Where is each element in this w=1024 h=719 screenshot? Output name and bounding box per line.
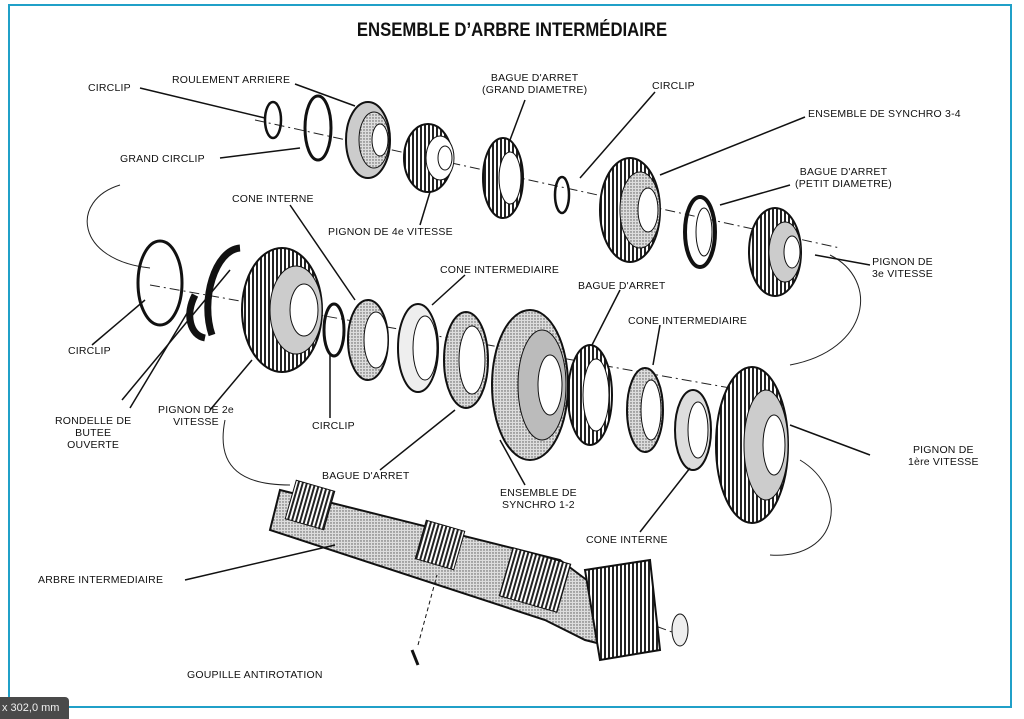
- label-bague-arret-low: BAGUE D'ARRET: [322, 470, 410, 482]
- pignon-1ere-part: [715, 366, 789, 524]
- arbre-intermediaire-part: [268, 479, 689, 666]
- label-rondelle-butee: RONDELLE DE BUTEE OUVERTE: [55, 415, 132, 451]
- bague-arret-petit-part: [683, 195, 717, 269]
- label-roulement-arriere: ROULEMENT ARRIERE: [172, 74, 291, 86]
- measurement-status-tooltip: x 302,0 mm: [0, 697, 70, 719]
- label-circlip-mid: CIRCLIP: [312, 420, 355, 432]
- bague-arret-low-part: [567, 344, 613, 446]
- leader-lines: [91, 83, 871, 581]
- label-bague-arret-petit: BAGUE D'ARRET (PETIT DIAMETRE): [795, 166, 892, 190]
- label-synchro-34: ENSEMBLE DE SYNCHRO 3-4: [808, 108, 961, 120]
- synchro-12-part: [491, 309, 569, 461]
- label-circlip-left: CIRCLIP: [68, 345, 111, 357]
- label-grand-circlip: GRAND CIRCLIP: [120, 153, 205, 165]
- circlip-left-part: [136, 239, 184, 327]
- label-bague-arret-mid: BAGUE D'ARRET: [578, 280, 666, 292]
- circlip-top-left-part: [263, 100, 283, 140]
- bague-arret-mid-part: [443, 311, 489, 409]
- pignon-3e-part: [748, 207, 802, 297]
- bague-arret-grand-part: [482, 137, 524, 219]
- pignon-4e-part: [403, 123, 455, 193]
- pignon-2e-part: [241, 247, 323, 373]
- page-title: ENSEMBLE D’ARBRE INTERMÉDIAIRE: [356, 20, 668, 41]
- label-cone-interne-top: CONE INTERNE: [232, 193, 314, 205]
- cone-interne-top-part: [347, 299, 389, 381]
- label-pignon-3e: PIGNON DE 3e VITESSE: [872, 256, 933, 280]
- label-circlip-top-right: CIRCLIP: [652, 80, 695, 92]
- cone-interne-low-part: [674, 389, 712, 471]
- label-pignon-4e: PIGNON DE 4e VITESSE: [328, 226, 453, 238]
- roulement-arriere-part: [345, 101, 391, 179]
- label-cone-interne-low: CONE INTERNE: [586, 534, 668, 546]
- label-pignon-1ere: PIGNON DE 1ère VITESSE: [908, 444, 979, 468]
- rondelle-butee-part: [186, 244, 241, 342]
- synchro-34-part: [599, 157, 661, 263]
- label-goupille-antirotation: GOUPILLE ANTIROTATION: [187, 669, 323, 681]
- label-bague-arret-grand: BAGUE D'ARRET (GRAND DIAMETRE): [482, 72, 588, 96]
- cone-intermediaire-2-part: [626, 367, 664, 453]
- label-cone-intermediaire-2: CONE INTERMEDIAIRE: [628, 315, 748, 327]
- cone-intermediaire-1-part: [397, 303, 439, 393]
- label-pignon-2e: PIGNON DE 2e VITESSE: [158, 404, 234, 428]
- circlip-mid-part: [322, 302, 346, 358]
- label-cone-intermediaire-1: CONE INTERMEDIAIRE: [440, 264, 560, 276]
- label-circlip-top-left: CIRCLIP: [88, 82, 131, 94]
- circlip-top-right-part: [553, 175, 571, 215]
- grand-circlip-part: [303, 94, 333, 162]
- label-synchro-12: ENSEMBLE DE SYNCHRO 1-2: [500, 487, 577, 511]
- label-arbre-intermediaire: ARBRE INTERMEDIAIRE: [38, 574, 164, 586]
